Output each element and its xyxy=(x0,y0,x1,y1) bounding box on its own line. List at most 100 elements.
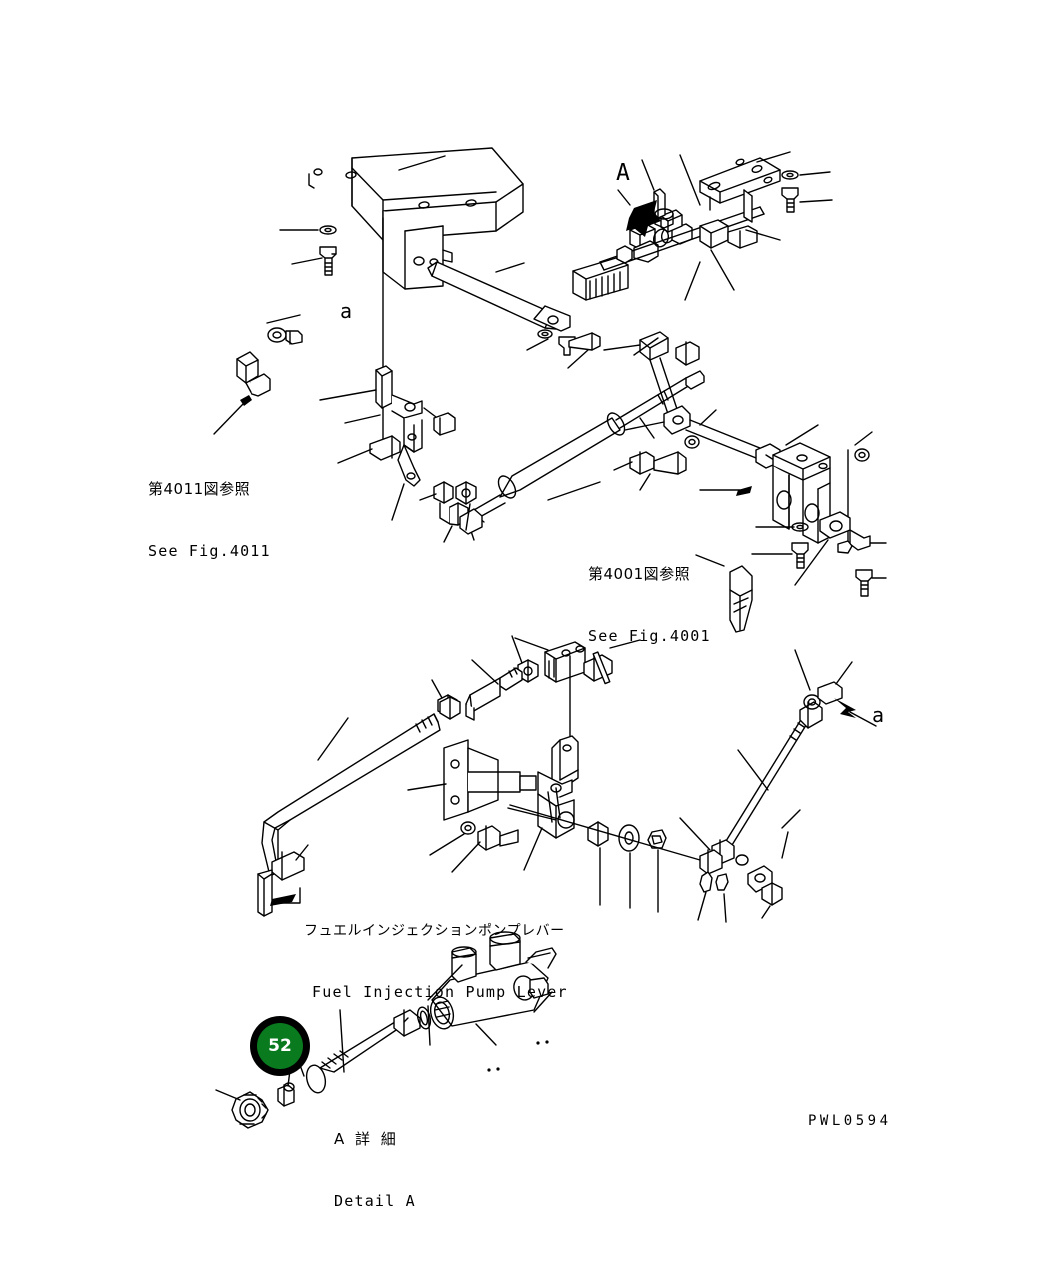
detail-a-en: Detail A xyxy=(334,1192,416,1211)
leader-line xyxy=(799,171,831,176)
damper-nut xyxy=(455,481,477,505)
bottom-right-nuts xyxy=(699,871,783,906)
leader-line xyxy=(737,749,769,791)
leader-line xyxy=(567,349,589,369)
leader-line xyxy=(633,337,659,356)
leader-line xyxy=(723,893,727,923)
leader-line xyxy=(761,905,771,919)
leader-line xyxy=(695,554,725,567)
reference-fig-4001-jp: 第4001図参照 xyxy=(588,565,691,584)
left-pins xyxy=(369,412,456,461)
reference-fig-4001: 第4001図参照 See Fig.4001 xyxy=(588,523,711,689)
leader-line xyxy=(523,827,543,871)
main-link-rod-upper xyxy=(427,261,571,332)
reference-fig-4011-jp: 第4011図参照 xyxy=(148,480,251,499)
section-marker-A: A xyxy=(616,160,630,186)
label-detail-a: A 詳 細 Detail A xyxy=(334,1088,416,1254)
detail-a-jp: A 詳 細 xyxy=(334,1130,399,1149)
leader-line xyxy=(697,891,707,921)
mount-bracket-top-left xyxy=(308,147,524,290)
lower-tie-rod-left xyxy=(465,667,523,721)
leader-line xyxy=(427,964,463,1001)
callout-inner: 52 xyxy=(257,1023,303,1069)
leader-line xyxy=(429,833,465,856)
drawing-number: PWL0594 xyxy=(808,1113,892,1129)
center-right-bolts xyxy=(629,341,700,475)
lower-center-plate xyxy=(443,739,537,821)
leader-line xyxy=(639,417,655,439)
fuel-injection-pump-lever-en: Fuel Injection Pump Lever xyxy=(312,982,568,1001)
leader-line xyxy=(511,635,523,664)
section-arrow-A xyxy=(626,200,661,237)
leader-line xyxy=(475,1023,497,1046)
leader-line xyxy=(266,314,301,324)
arrow-to-4011 xyxy=(240,395,252,406)
callout-badge-52[interactable]: 52 xyxy=(250,1016,310,1076)
leader-line xyxy=(465,503,471,531)
leader-line xyxy=(419,493,437,501)
leader-line xyxy=(547,481,601,501)
leader-line xyxy=(781,809,801,829)
leader-line xyxy=(495,262,525,273)
rod-end-bolt xyxy=(537,329,601,356)
leader-line xyxy=(344,414,381,424)
leader-line xyxy=(213,403,244,435)
leader-line xyxy=(624,421,665,431)
leader-line xyxy=(514,637,549,651)
leader-line xyxy=(295,844,309,861)
detail-a-assembly xyxy=(231,931,557,1129)
leader-line xyxy=(339,1009,345,1073)
leader-line xyxy=(471,659,499,685)
leader-line xyxy=(407,783,447,791)
reference-fig-4001-en: See Fig.4001 xyxy=(588,627,711,646)
leader-line xyxy=(699,409,717,426)
leader-line xyxy=(319,389,377,401)
lower-hex-1 xyxy=(517,659,539,683)
marker-a-arrow-right xyxy=(834,698,856,718)
leader-line xyxy=(835,661,853,685)
leader-line xyxy=(291,257,323,265)
leader-line xyxy=(794,539,829,586)
leader-line xyxy=(639,473,651,491)
rod-end-4011 xyxy=(236,351,271,397)
lever-rod-nut xyxy=(439,696,461,720)
leader-line xyxy=(431,679,443,699)
right-bracket-bolts xyxy=(791,448,873,597)
leader-line xyxy=(271,887,301,904)
leader-line xyxy=(679,154,701,206)
leader-line xyxy=(613,461,633,471)
reference-fig-4011: 第4011図参照 See Fig.4011 xyxy=(148,438,271,604)
lower-right-link-rod xyxy=(699,681,843,893)
leader-line xyxy=(533,991,553,1013)
left-ball-joint xyxy=(267,327,303,345)
leader-line xyxy=(443,525,453,543)
section-marker-a-right: a xyxy=(872,703,885,727)
lower-plate-bolt xyxy=(583,651,613,685)
right-u-bracket xyxy=(772,442,831,544)
leader-line xyxy=(756,151,791,163)
fig4001-arrow xyxy=(736,486,752,496)
leader-line xyxy=(745,229,781,241)
leader-line xyxy=(507,807,557,821)
leader-line xyxy=(781,831,789,859)
leader-line xyxy=(215,1089,241,1101)
leader-line xyxy=(679,817,711,851)
leader-line xyxy=(854,431,873,446)
damper-cylinder xyxy=(459,370,705,535)
leader-line xyxy=(337,448,373,464)
top-right-bolt xyxy=(781,170,799,213)
leader-line xyxy=(317,717,349,761)
leader-line xyxy=(710,249,735,291)
left-lever-bracket xyxy=(375,365,423,487)
center-right-link xyxy=(639,331,781,469)
reference-fig-4011-en: See Fig.4011 xyxy=(148,542,271,561)
leader-line xyxy=(617,189,631,206)
leader-line xyxy=(799,199,833,203)
fuel-injection-pump-lever-jp: フュエルインジェクションポンプレバー xyxy=(304,923,565,940)
lower-pivot-arm xyxy=(537,735,579,839)
bracket-bolt-washer xyxy=(319,225,337,276)
throttle-body-assembly xyxy=(572,188,765,301)
leader-line xyxy=(684,261,701,301)
